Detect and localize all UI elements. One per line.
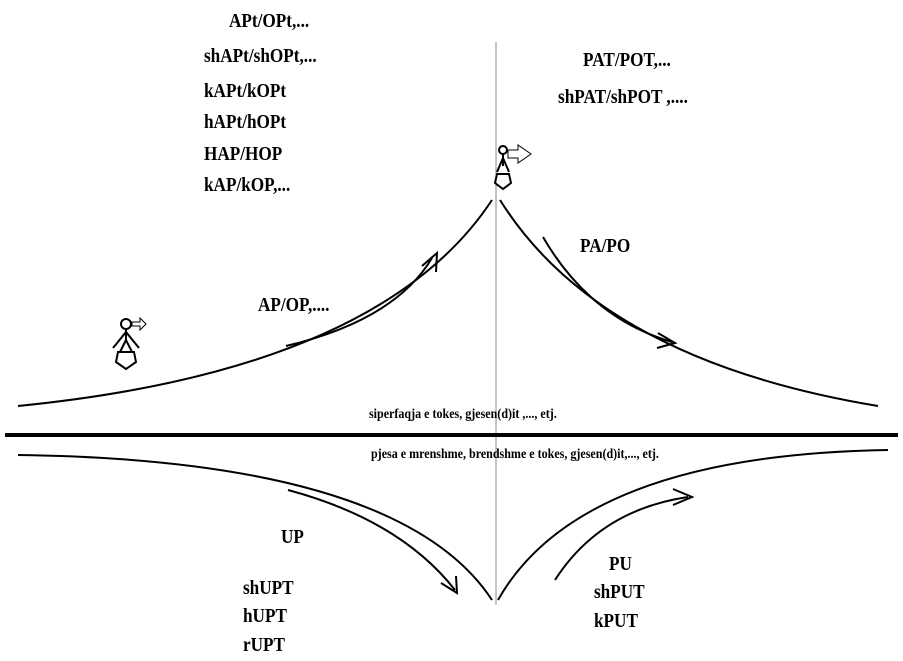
right-word: shPAT/shPOT ,.... [558, 86, 688, 109]
down-label: UP [281, 526, 304, 549]
down-word: shUPT [243, 577, 294, 600]
left-word: hAPt/hOPt [204, 111, 287, 134]
surface-label: siperfaqja e tokes, gjesen(d)it ,..., et… [369, 405, 557, 421]
left-slope-words: APt/OPt,... shAPt/shOPt,... kAPt/kOPt hA… [204, 10, 317, 197]
up-words: PU shPUT kPUT [594, 553, 645, 633]
valley-curve-left [17, 454, 493, 601]
up-word: PU [609, 553, 632, 576]
ascent-label: AP/OP,.... [258, 294, 329, 317]
down-word: hUPT [243, 605, 287, 628]
down-arrow [287, 489, 459, 595]
summit-figure-icon [493, 144, 532, 191]
hill-curve-right [499, 199, 879, 407]
left-word: kAP/kOP,... [204, 174, 290, 197]
walker-figure-icon [112, 316, 147, 371]
valley-curve-right [497, 449, 889, 601]
descent-label: PA/PO [580, 235, 630, 258]
down-words: shUPT hUPT rUPT [243, 577, 294, 657]
left-word: kAPt/kOPt [204, 80, 287, 103]
right-slope-words: PAT/POT,... shPAT/shPOT ,.... [558, 49, 688, 109]
descent-arrow [542, 236, 678, 349]
hill-curve-left [17, 199, 493, 407]
left-word: HAP/HOP [204, 143, 282, 166]
left-word: shAPt/shOPt,... [204, 45, 317, 68]
up-arrow [554, 488, 695, 581]
ascent-arrow [285, 250, 439, 347]
down-word: rUPT [243, 634, 286, 657]
left-word: APt/OPt,... [229, 10, 309, 33]
up-word: shPUT [594, 581, 645, 604]
right-word: PAT/POT,... [583, 49, 671, 72]
underground-label: pjesa e mrenshme, brendshme e tokes, gje… [371, 445, 659, 461]
up-word: kPUT [594, 610, 638, 633]
